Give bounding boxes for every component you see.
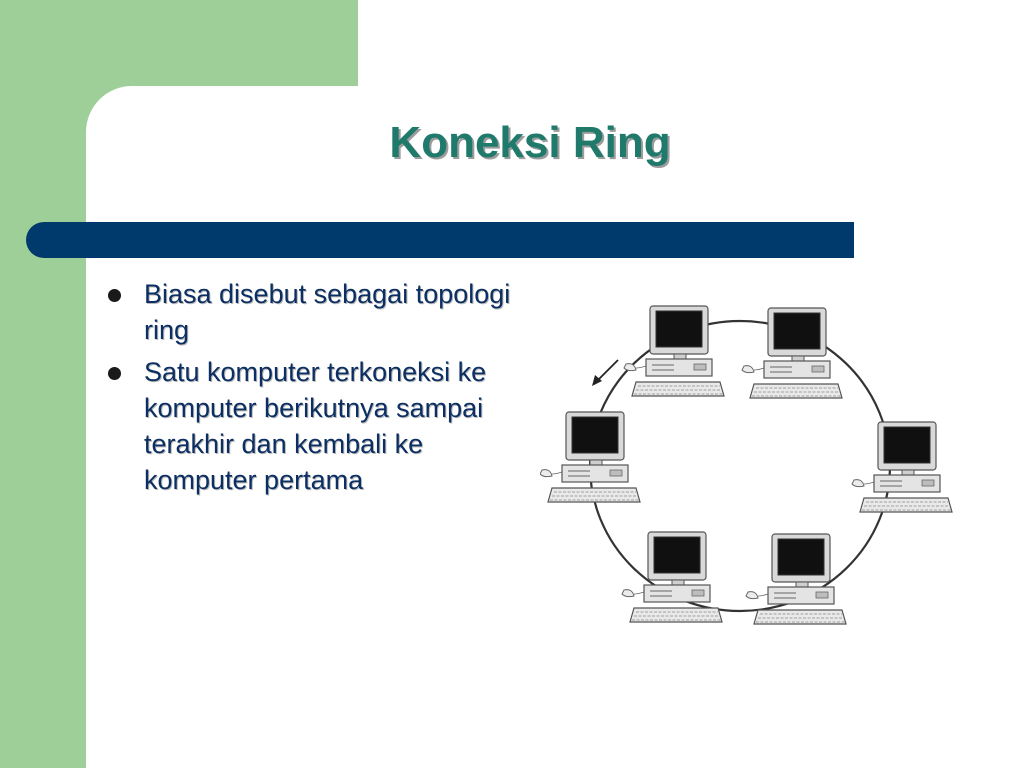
ring-topology-diagram — [540, 305, 953, 625]
computer-icon — [851, 421, 953, 513]
ring-cable — [588, 319, 892, 613]
bullet-dot-icon — [108, 367, 121, 380]
computer-icon — [623, 305, 725, 397]
title-rule-bar — [26, 222, 854, 258]
content-panel — [86, 86, 1024, 768]
slide-title: Koneksi Ring — [389, 118, 671, 167]
arrow-icon — [592, 359, 619, 386]
bullet-item: Satu komputer terkoneksi ke komputer ber… — [104, 354, 514, 498]
bullet-text: Biasa disebut sebagai topologi ring — [144, 279, 511, 345]
computer-icon — [621, 531, 723, 623]
computer-icon — [540, 411, 641, 503]
bullet-list: Biasa disebut sebagai topologi ring Satu… — [104, 276, 514, 504]
bullet-item: Biasa disebut sebagai topologi ring — [104, 276, 514, 348]
bullet-dot-icon — [108, 289, 121, 302]
bullet-text: Satu komputer terkoneksi ke komputer ber… — [144, 357, 487, 495]
computer-icon — [745, 533, 847, 625]
